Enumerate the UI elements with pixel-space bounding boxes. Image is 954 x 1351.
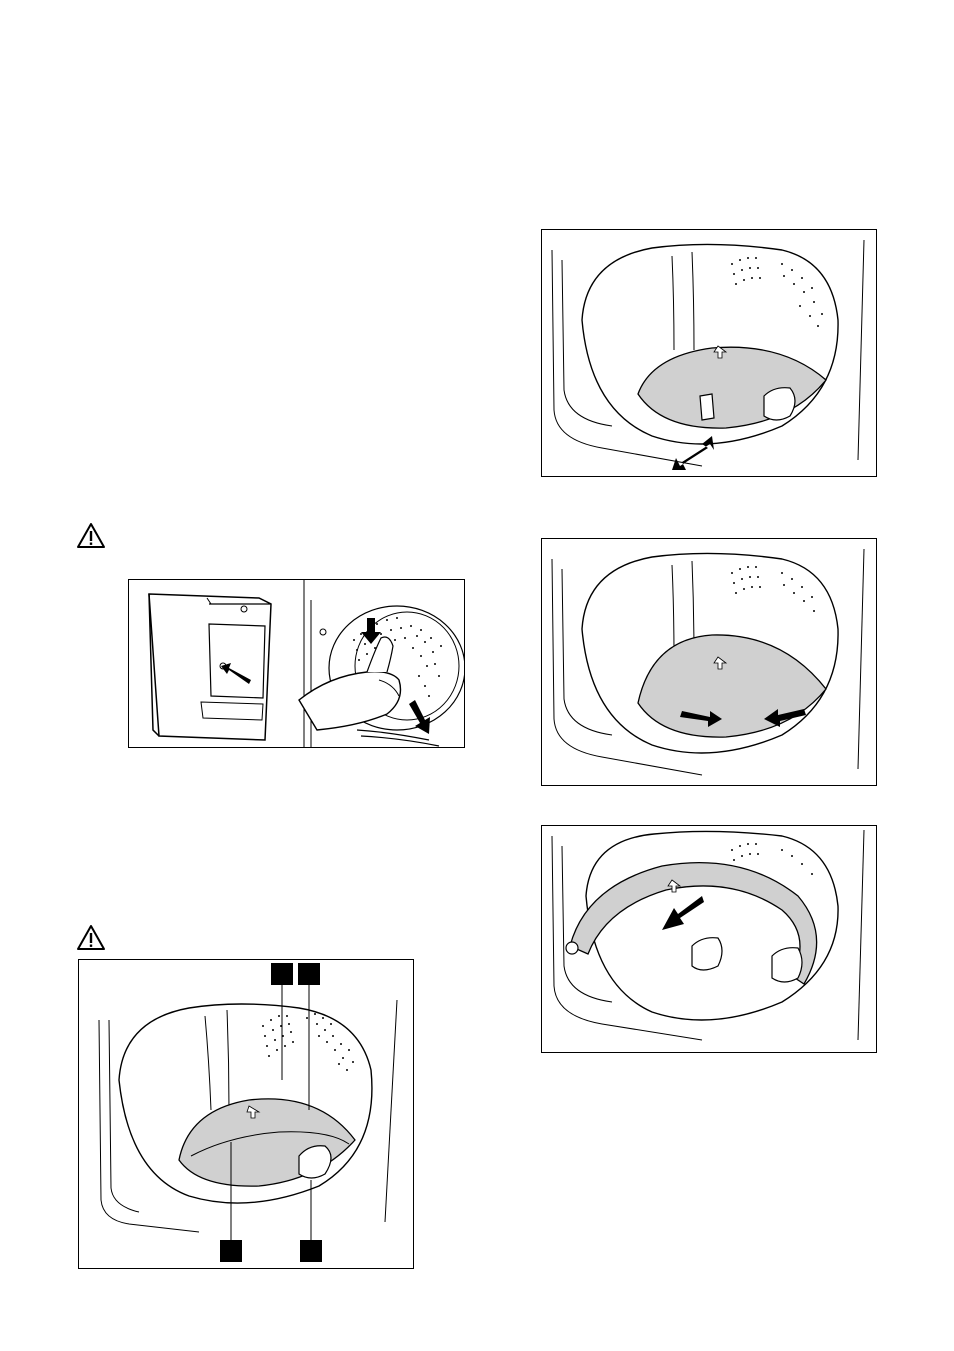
- figure-filter-pull-handle: [541, 229, 877, 477]
- callout-marker: [220, 1240, 242, 1262]
- figure-drum-filter-callouts: [78, 959, 414, 1269]
- figure-dryer-door: [128, 579, 465, 748]
- figure-filter-lift-out: [541, 825, 877, 1053]
- callout-marker: [271, 963, 293, 985]
- warning-triangle-icon: [76, 924, 106, 951]
- warning-triangle-icon: [76, 522, 106, 549]
- callout-marker: [300, 1240, 322, 1262]
- figure-filter-press-clips: [541, 538, 877, 786]
- callout-marker: [298, 963, 320, 985]
